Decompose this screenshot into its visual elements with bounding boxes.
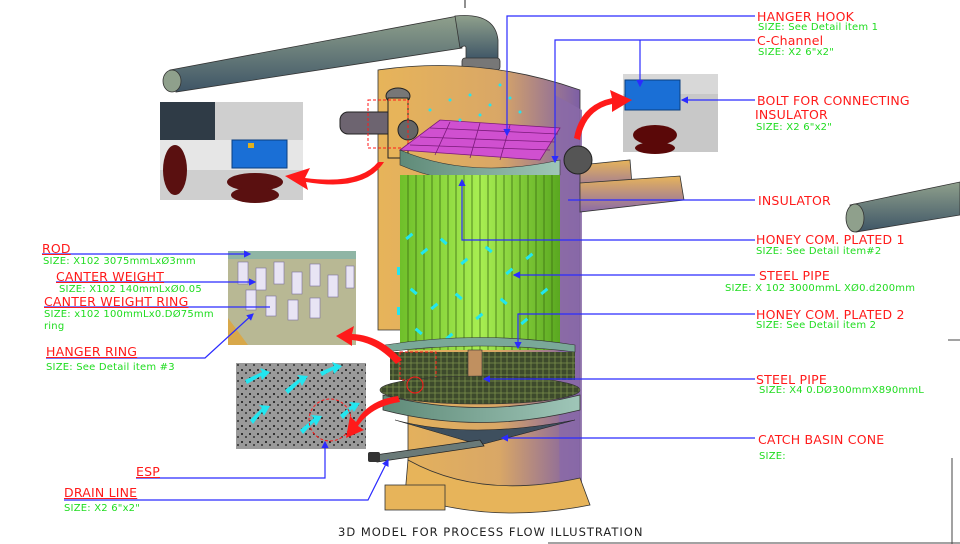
steel-pipe-tubes xyxy=(400,175,560,350)
size-catch-basin-cone: SIZE: xyxy=(759,451,786,462)
side-duct xyxy=(845,181,960,233)
size-hanger-hook: SIZE: See Detail item 1 xyxy=(758,22,879,33)
label-hanger-hook: HANGER HOOK xyxy=(757,9,855,24)
size-c-channel: SIZE: X2 6"x2" xyxy=(758,47,835,58)
label-bolt-connecting-2: INSULATOR xyxy=(755,107,828,122)
figure-caption: 3D MODEL FOR PROCESS FLOW ILLUSTRATION xyxy=(338,525,644,539)
insulator-bolt-detail-right xyxy=(623,74,718,154)
label-honeycomb-plated-1: HONEY COM. PLATED 1 xyxy=(756,232,905,247)
insulator-cluster-left xyxy=(339,87,419,159)
label-bolt-connecting: BOLT FOR CONNECTING xyxy=(757,93,910,108)
label-drain-line: DRAIN LINE xyxy=(64,485,138,500)
label-esp: ESP xyxy=(136,464,160,479)
label-hanger-ring: HANGER RING xyxy=(46,344,138,359)
size-hanger-ring: SIZE: See Detail item #3 xyxy=(46,362,175,373)
esp-particle-detail xyxy=(236,362,366,449)
leader-lines-left xyxy=(42,250,389,501)
size-steel-pipe-1: SIZE: X 102 3000mmL XØ0.d200mm xyxy=(725,283,916,294)
label-honeycomb-plated-2: HONEY COM. PLATED 2 xyxy=(756,307,905,322)
label-c-channel: C-Channel xyxy=(757,33,824,48)
callout-arrows xyxy=(285,90,632,438)
rod-weight-detail xyxy=(228,251,356,345)
insulator-pipes xyxy=(563,145,685,213)
size-canter-weight-ring: SIZE: x102 100mmLx0.DØ75mm xyxy=(44,309,214,320)
size-rod: SIZE: X102 3075mmLxØ3mm xyxy=(43,256,196,267)
label-rod: ROD xyxy=(42,241,71,256)
label-steel-pipe-2: STEEL PIPE xyxy=(756,372,827,387)
size-canter-weight: SIZE: X102 140mmLxØ0.05 xyxy=(59,284,202,295)
label-canter-weight-ring: CANTER WEIGHT RING xyxy=(44,294,189,309)
honeycomb-plate-top xyxy=(398,119,561,184)
exhaust-duct xyxy=(162,0,501,93)
label-steel-pipe-1: STEEL PIPE xyxy=(759,268,830,283)
lower-section xyxy=(379,337,581,446)
size-steel-pipe-2: SIZE: X4 0.DØ300mmX890mmL xyxy=(759,385,925,396)
size-bolt-connecting: SIZE: X2 6"x2" xyxy=(756,122,833,133)
frame-lines xyxy=(548,339,960,544)
label-canter-weight: CANTER WEIGHT xyxy=(56,269,165,284)
drain-line xyxy=(368,439,485,463)
size-drain-line: SIZE: X2 6"x2" xyxy=(64,503,141,514)
size-honeycomb-plated-1: SIZE: See Detail item#2 xyxy=(756,246,882,257)
size-canter-weight-ring-2: ring xyxy=(44,321,65,332)
insulator-bolt-detail-left xyxy=(160,102,303,203)
label-catch-basin-cone: CATCH BASIN CONE xyxy=(758,432,885,447)
label-insulator: INSULATOR xyxy=(758,193,831,208)
leader-lines-right xyxy=(458,15,755,442)
size-honeycomb-plated-2: SIZE: See Detail item 2 xyxy=(756,320,877,331)
